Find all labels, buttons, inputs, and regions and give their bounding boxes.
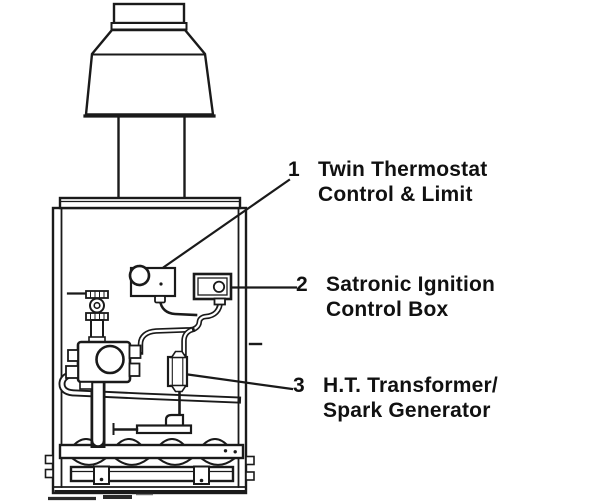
screw xyxy=(233,450,237,454)
cabinet-fittings xyxy=(44,342,263,481)
ignition-control-box xyxy=(192,272,233,306)
valve-port xyxy=(67,349,79,362)
callout-1: 1 Twin Thermostat Control & Limit xyxy=(288,157,487,207)
ignition-terminal xyxy=(213,297,226,306)
callout-2-line-2: Control Box xyxy=(326,298,449,321)
flue-cap-rim xyxy=(110,22,188,31)
electrode-plate xyxy=(135,424,193,435)
burner-rail xyxy=(69,465,235,483)
flue-cap xyxy=(112,2,186,25)
leader-line-1 xyxy=(162,178,291,269)
hinge-tab xyxy=(44,454,54,465)
valve-port xyxy=(128,344,142,359)
rail-bracket xyxy=(193,465,210,485)
leader-lines xyxy=(162,178,298,391)
hinge-tab xyxy=(44,468,54,479)
burner-assembly xyxy=(58,370,245,485)
valve-port xyxy=(128,362,141,377)
callout-1-number: 1 xyxy=(288,158,300,181)
callout-3: 3 H.T. Transformer/ Spark Generator xyxy=(293,373,498,423)
hinge-tab xyxy=(245,471,255,481)
burner-manifold-bar xyxy=(58,443,245,460)
callout-1-line-1: Twin Thermostat xyxy=(318,158,488,181)
screw xyxy=(99,477,104,482)
sight-glass xyxy=(89,297,105,314)
callout-3-number: 3 xyxy=(293,374,305,397)
twin-thermostat-control xyxy=(128,264,177,304)
rail-bracket xyxy=(93,465,110,485)
union-collar xyxy=(85,312,109,321)
leader-line-3 xyxy=(186,373,294,391)
electrode-bracket xyxy=(164,413,185,428)
callout-2-line-1: Satronic Ignition xyxy=(326,273,496,296)
union-collar xyxy=(85,290,109,299)
callout-3-line-2: Spark Generator xyxy=(323,399,491,422)
draft-hood xyxy=(84,28,215,116)
thermostat-terminal xyxy=(154,295,166,304)
screw xyxy=(199,478,204,483)
ignition-box-port xyxy=(212,280,226,293)
callout-3-line-1: H.T. Transformer/ xyxy=(323,374,498,397)
hinge-tab xyxy=(245,455,255,466)
cabinet-lid xyxy=(58,196,242,210)
flue-assembly xyxy=(83,2,216,201)
valve-port xyxy=(65,365,79,379)
valve-dial xyxy=(95,344,125,375)
screw xyxy=(223,449,228,453)
callout-2-number: 2 xyxy=(296,273,308,296)
callout-2: 2 Satronic Ignition Control Box xyxy=(296,272,495,322)
ht-transformer xyxy=(112,350,193,435)
transformer-body xyxy=(166,355,189,388)
scan-marks xyxy=(48,492,153,501)
thermostat-dial-knurl xyxy=(128,264,151,287)
gas-valve-assembly xyxy=(65,290,142,390)
callout-1-line-2: Control & Limit xyxy=(318,183,473,206)
valve-neck xyxy=(90,319,104,339)
